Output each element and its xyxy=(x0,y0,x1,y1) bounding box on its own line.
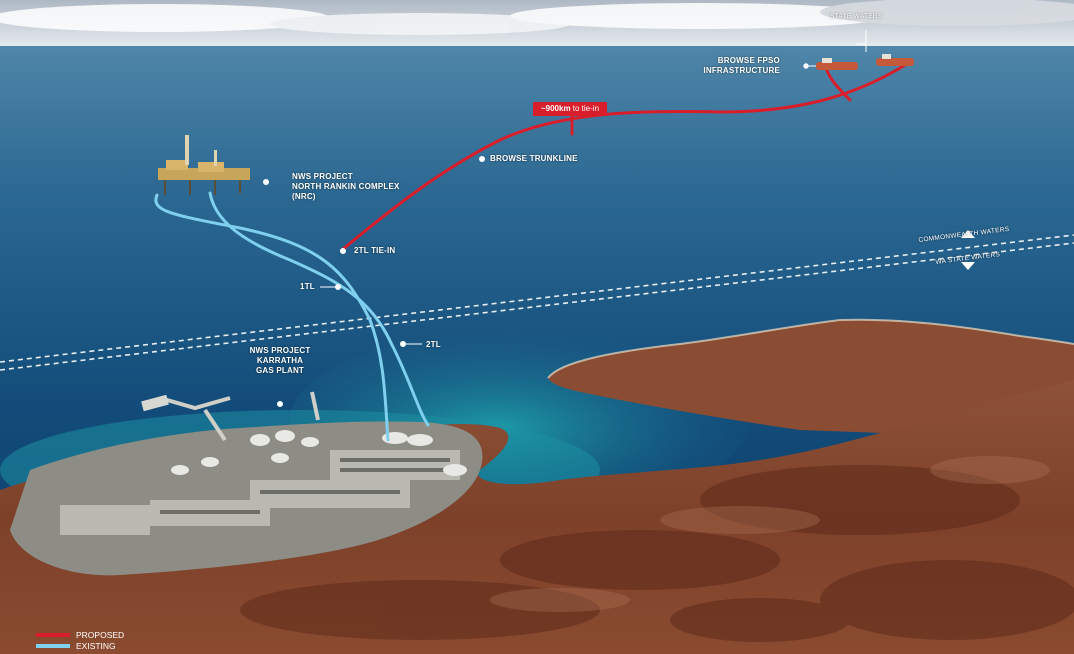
north-rankin-platform xyxy=(158,135,250,195)
browse-trunkline-label: BROWSE TRUNKLINE xyxy=(490,154,578,163)
headland-right xyxy=(548,319,1074,440)
distance-badge: ~900km to tie-in xyxy=(533,102,607,116)
pipeline-2tl xyxy=(208,191,430,427)
legend-swatch-existing xyxy=(36,644,70,648)
state-waters-top-label: STATE WATERS xyxy=(830,13,883,20)
vegetation xyxy=(240,465,1074,642)
jetty xyxy=(159,391,320,442)
waters-boundary xyxy=(0,234,1074,371)
pipeline-1tl xyxy=(154,193,390,442)
karratha-label: NWS PROJECT KARRATHA GAS PLANT xyxy=(249,346,311,375)
line-1tl-label: 1TL xyxy=(300,282,315,291)
browse-trunkline xyxy=(340,60,912,252)
proposed-pipeline xyxy=(340,60,912,252)
legend-label-proposed: PROPOSED xyxy=(76,630,125,640)
legend-label-existing: EXISTING xyxy=(76,641,116,651)
line-2tl-label: 2TL xyxy=(426,340,441,349)
tie-in-label: 2TL TIE-IN xyxy=(354,246,396,255)
fpso-label: BROWSE FPSO INFRASTRUCTURE xyxy=(703,56,780,75)
fpso-vessels xyxy=(816,54,914,70)
nrc-label: NWS PROJECT NORTH RANKIN COMPLEX (NRC) xyxy=(292,172,400,201)
waters-arrows xyxy=(961,230,975,270)
clouds xyxy=(0,0,1074,35)
legend-swatch-proposed xyxy=(36,633,70,637)
label-pointers xyxy=(263,30,867,407)
existing-pipelines xyxy=(154,191,430,442)
